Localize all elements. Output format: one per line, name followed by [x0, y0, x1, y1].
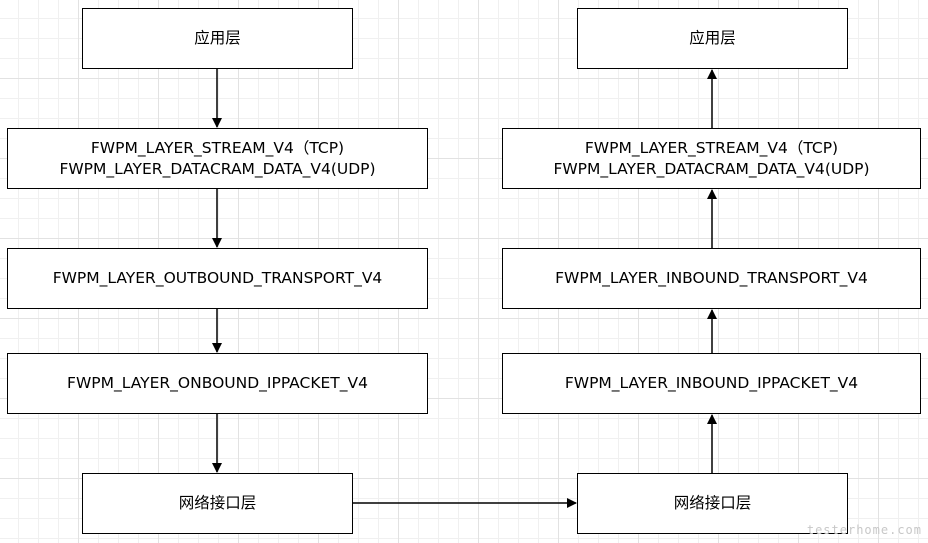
left-network-interface-label: 网络接口层	[178, 494, 257, 512]
left-app-layer-box: 应用层	[82, 8, 353, 69]
right-datagram-udp-label: FWPM_LAYER_DATACRAM_DATA_V4(UDP)	[553, 159, 870, 178]
right-transport-layer-box: FWPM_LAYER_INBOUND_TRANSPORT_V4	[502, 248, 921, 309]
left-stream-layer-box: FWPM_LAYER_STREAM_V4（TCP) FWPM_LAYER_DAT…	[7, 128, 428, 189]
right-ippacket-layer-box: FWPM_LAYER_INBOUND_IPPACKET_V4	[502, 353, 921, 414]
left-stream-tcp-label: FWPM_LAYER_STREAM_V4（TCP)	[90, 138, 345, 157]
left-network-interface-box: 网络接口层	[82, 473, 353, 534]
right-network-interface-label: 网络接口层	[673, 494, 752, 512]
right-stream-tcp-label: FWPM_LAYER_STREAM_V4（TCP)	[584, 138, 839, 157]
right-network-interface-box: 网络接口层	[577, 473, 848, 534]
left-transport-layer-box: FWPM_LAYER_OUTBOUND_TRANSPORT_V4	[7, 248, 428, 309]
right-ippacket-label: FWPM_LAYER_INBOUND_IPPACKET_V4	[564, 374, 859, 392]
right-transport-label: FWPM_LAYER_INBOUND_TRANSPORT_V4	[555, 269, 868, 287]
right-app-layer-label: 应用层	[689, 29, 736, 47]
left-ippacket-layer-box: FWPM_LAYER_ONBOUND_IPPACKET_V4	[7, 353, 428, 414]
left-datagram-udp-label: FWPM_LAYER_DATACRAM_DATA_V4(UDP)	[59, 159, 376, 178]
left-transport-label: FWPM_LAYER_OUTBOUND_TRANSPORT_V4	[52, 269, 383, 287]
right-app-layer-box: 应用层	[577, 8, 848, 69]
left-ippacket-label: FWPM_LAYER_ONBOUND_IPPACKET_V4	[67, 374, 368, 392]
watermark: testerhome.com	[806, 523, 922, 537]
right-stream-layer-box: FWPM_LAYER_STREAM_V4（TCP) FWPM_LAYER_DAT…	[502, 128, 921, 189]
left-app-layer-label: 应用层	[194, 29, 241, 47]
